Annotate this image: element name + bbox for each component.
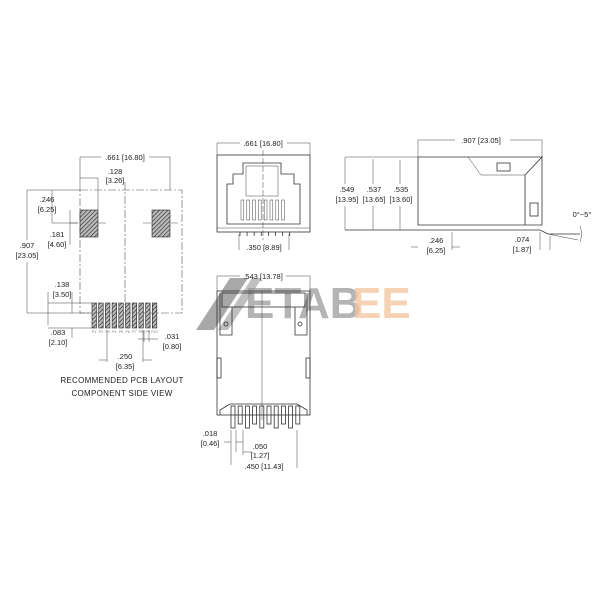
contact bbox=[281, 199, 285, 221]
pin-label: P3 bbox=[105, 330, 109, 334]
side-view: .907 [23.05] .549[13.95] .537[13.65] .53… bbox=[331, 136, 591, 255]
contact bbox=[252, 199, 256, 221]
contact bbox=[258, 199, 262, 221]
pin bbox=[230, 405, 236, 429]
pin-label: P5 bbox=[119, 330, 123, 334]
pin-label: P9 bbox=[146, 330, 150, 334]
pin-label: P1 bbox=[92, 330, 96, 334]
contact bbox=[263, 199, 268, 221]
svg-text:[3.50]: [3.50] bbox=[53, 290, 72, 299]
svg-text:.543 [13.78]: .543 [13.78] bbox=[243, 272, 283, 281]
svg-text:[1.87]: [1.87] bbox=[513, 245, 532, 254]
svg-text:.250: .250 bbox=[118, 352, 133, 361]
svg-text:[13.60]: [13.60] bbox=[390, 195, 413, 204]
svg-text:EE: EE bbox=[352, 279, 411, 328]
svg-text:[13.95]: [13.95] bbox=[336, 195, 359, 204]
pin-pad bbox=[91, 302, 97, 329]
svg-text:ETAB: ETAB bbox=[245, 279, 362, 328]
pin bbox=[273, 405, 279, 429]
pin bbox=[259, 405, 265, 429]
pin-label: P8 bbox=[139, 330, 143, 334]
pin-pad bbox=[98, 302, 104, 329]
svg-text:.661 [16.80]: .661 [16.80] bbox=[243, 139, 283, 148]
svg-text:.128: .128 bbox=[108, 167, 123, 176]
pin-pads bbox=[91, 302, 158, 329]
pin-pad bbox=[131, 302, 137, 329]
svg-text:[13.65]: [13.65] bbox=[363, 195, 386, 204]
svg-text:.074: .074 bbox=[515, 235, 530, 244]
pin-label: P10 bbox=[151, 330, 157, 334]
svg-text:.246: .246 bbox=[40, 195, 55, 204]
svg-text:.661 [16.80]: .661 [16.80] bbox=[105, 153, 145, 162]
pin-label: P2 bbox=[99, 330, 103, 334]
caption-line-1: RECOMMENDED PCB LAYOUT bbox=[60, 376, 183, 385]
pin bbox=[252, 405, 258, 425]
pin bbox=[295, 405, 301, 425]
svg-text:.083: .083 bbox=[51, 328, 66, 337]
svg-text:[3.26]: [3.26] bbox=[106, 176, 125, 185]
pin bbox=[244, 405, 250, 429]
svg-text:[2.10]: [2.10] bbox=[49, 338, 68, 347]
svg-text:[23.05]: [23.05] bbox=[16, 251, 39, 260]
watermark-logo: ETAB EE bbox=[196, 278, 411, 330]
pin-pad bbox=[138, 302, 144, 329]
svg-text:.450 [11.43]: .450 [11.43] bbox=[244, 462, 283, 471]
pin-label: P7 bbox=[132, 330, 136, 334]
contact bbox=[275, 199, 279, 221]
mounting-pad-left bbox=[79, 209, 99, 238]
contact bbox=[240, 199, 245, 221]
svg-text:.907 [23.05]: .907 [23.05] bbox=[461, 136, 501, 145]
svg-text:[6.25]: [6.25] bbox=[38, 205, 57, 214]
svg-text:0°~5°: 0°~5° bbox=[573, 210, 592, 219]
svg-text:.050: .050 bbox=[253, 442, 268, 451]
svg-text:.537: .537 bbox=[367, 185, 382, 194]
front-view: .661 [16.80] .350 [8.89] bbox=[216, 139, 311, 252]
svg-text:[6.25]: [6.25] bbox=[427, 246, 446, 255]
pin bbox=[280, 405, 286, 425]
svg-text:.031: .031 bbox=[165, 332, 180, 341]
svg-text:.549: .549 bbox=[340, 185, 355, 194]
pin bbox=[237, 405, 243, 425]
svg-text:.246: .246 bbox=[429, 236, 444, 245]
svg-text:[6.35]: [6.35] bbox=[116, 362, 135, 371]
svg-text:.138: .138 bbox=[55, 280, 70, 289]
pin-pad bbox=[125, 302, 131, 329]
contact bbox=[269, 199, 274, 221]
pin-pad bbox=[105, 302, 111, 329]
pin-pad bbox=[118, 302, 124, 329]
pin-pad bbox=[111, 302, 117, 329]
contact bbox=[246, 199, 250, 221]
svg-text:.018: .018 bbox=[203, 429, 218, 438]
pin-pad bbox=[152, 302, 158, 329]
svg-text:.535: .535 bbox=[394, 185, 409, 194]
pin-label: P4 bbox=[112, 330, 116, 334]
svg-text:.907: .907 bbox=[20, 241, 35, 250]
svg-text:.350 [8.89]: .350 [8.89] bbox=[246, 243, 281, 252]
pin-pad bbox=[145, 302, 151, 329]
pin bbox=[266, 405, 272, 425]
svg-text:.181: .181 bbox=[50, 230, 65, 239]
caption-line-2: COMPONENT SIDE VIEW bbox=[71, 389, 172, 398]
svg-text:[1.27]: [1.27] bbox=[251, 451, 270, 460]
pin-label: P6 bbox=[126, 330, 130, 334]
mounting-pad-right bbox=[151, 209, 171, 238]
bottom-view: .543 [13.78] .018[0.46] .050[1.27] .450 … bbox=[201, 272, 311, 471]
svg-text:[0.46]: [0.46] bbox=[201, 439, 220, 448]
pin bbox=[288, 405, 294, 429]
svg-text:[4.60]: [4.60] bbox=[48, 240, 67, 249]
svg-text:[0.80]: [0.80] bbox=[163, 342, 182, 351]
